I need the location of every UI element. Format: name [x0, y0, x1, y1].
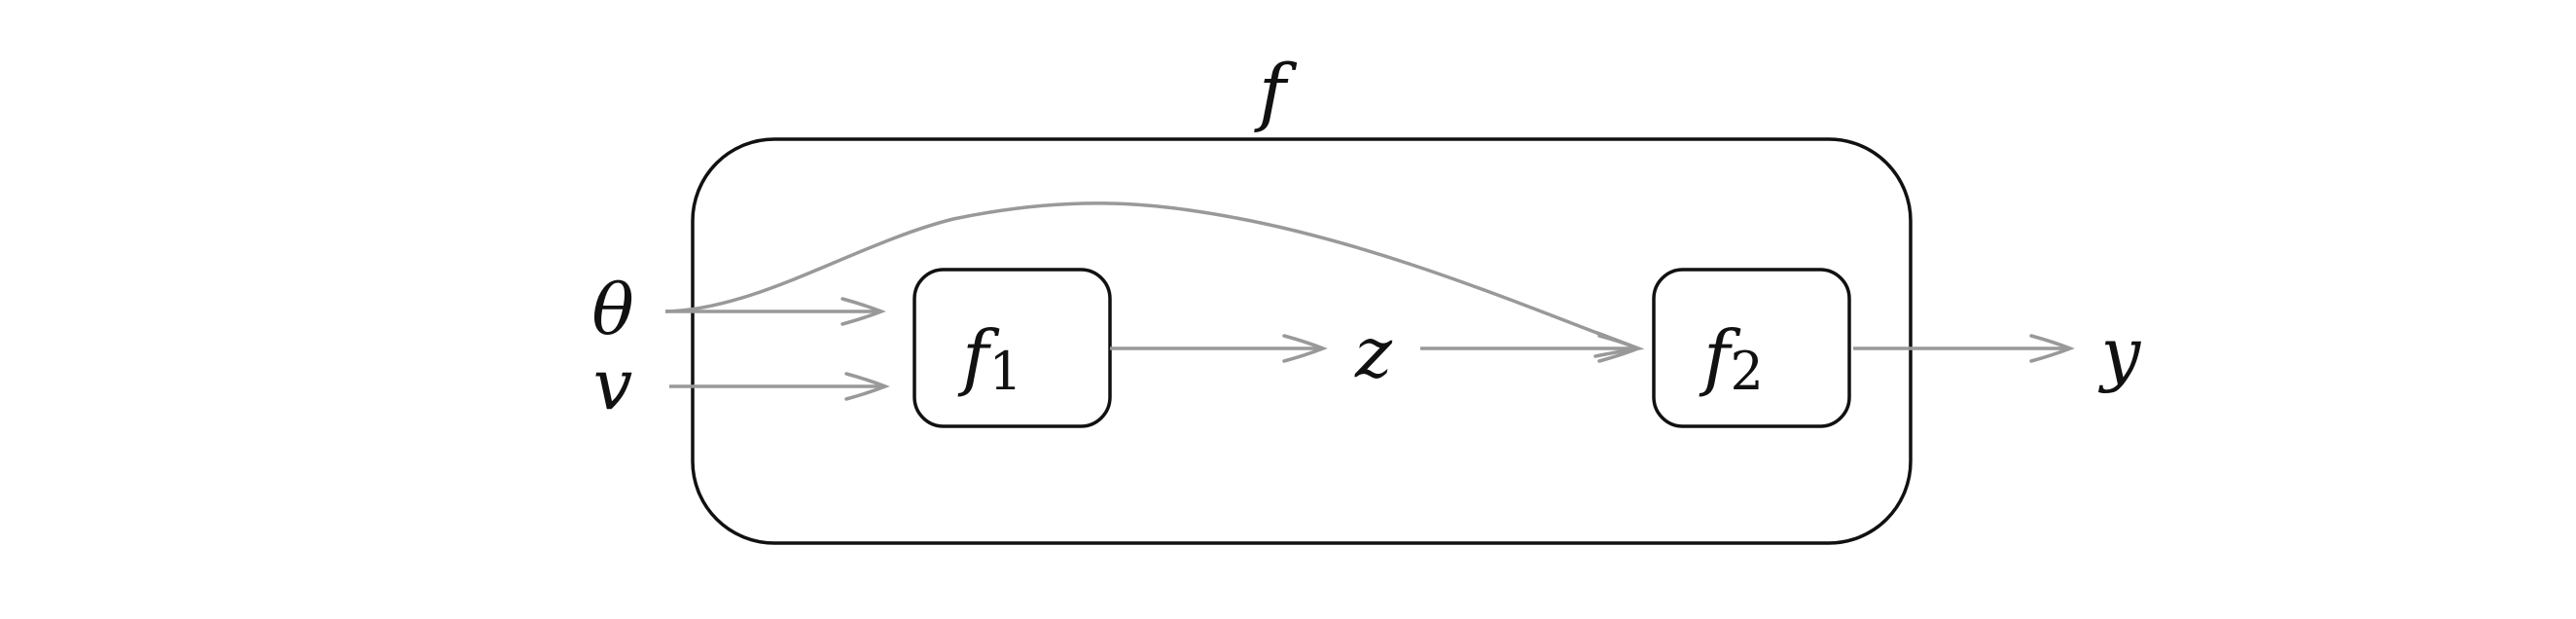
y-label: y — [2098, 312, 2142, 394]
arrowhead-f1-z — [1282, 334, 1328, 363]
z-label: z — [1354, 311, 1393, 393]
f1-subscript: 1 — [989, 341, 1022, 402]
arrowhead-f2-y — [2029, 334, 2075, 363]
f2-label: f2 — [1699, 315, 1764, 402]
f1-label: f1 — [957, 315, 1022, 402]
f2-box — [1652, 268, 1851, 428]
outer-function-label: f — [1254, 48, 1298, 134]
arrowhead-theta-f1 — [841, 297, 886, 326]
edges — [664, 201, 2075, 401]
edge-theta-f2-curve — [664, 201, 1639, 350]
arrowhead-v-f1 — [844, 372, 890, 401]
v-label: v — [593, 344, 633, 425]
theta-label: θ — [591, 269, 633, 350]
f2-subscript: 2 — [1731, 341, 1764, 402]
arrowhead-theta-f2 — [1593, 331, 1645, 358]
outer-function-box — [691, 137, 1913, 545]
